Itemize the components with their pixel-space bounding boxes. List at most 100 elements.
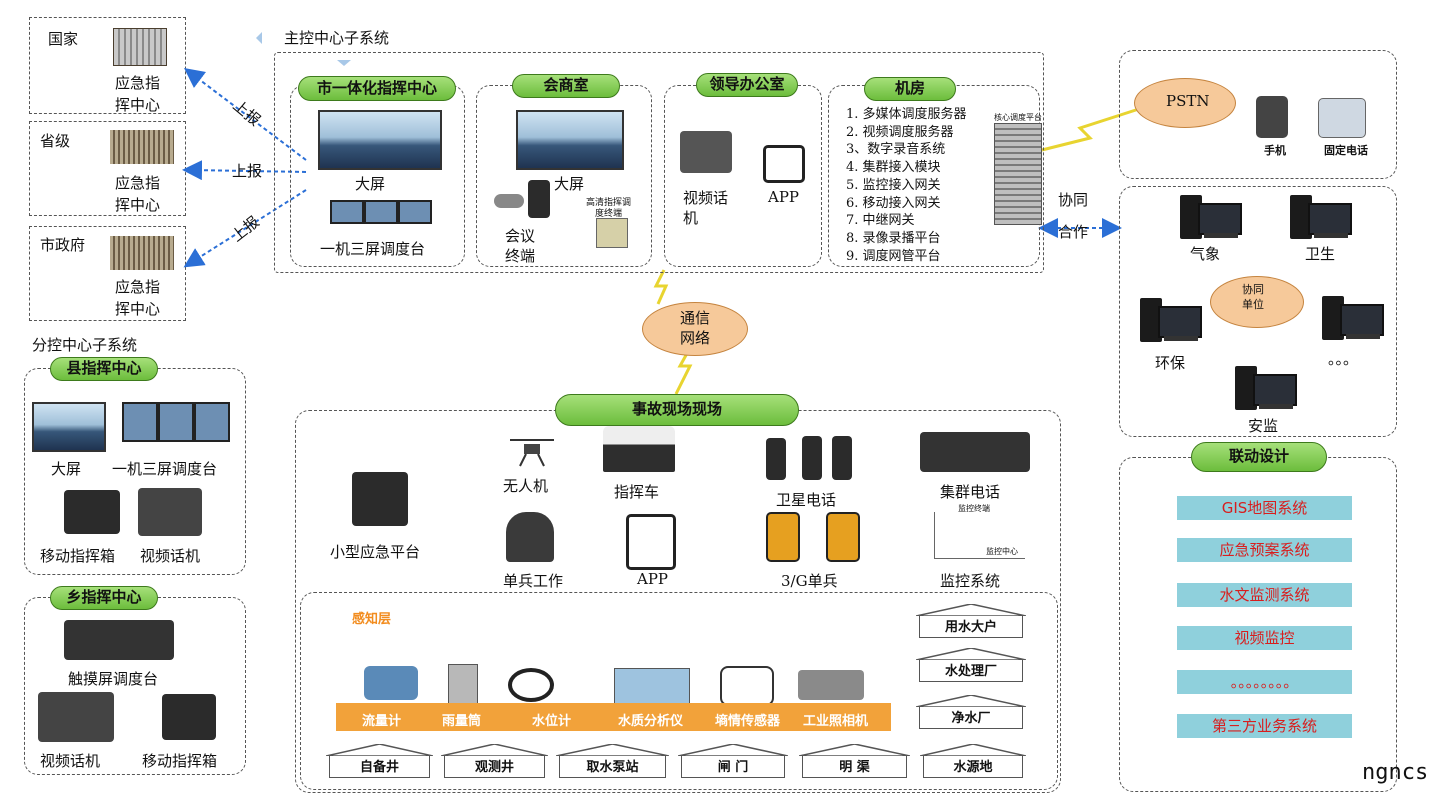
well-label: 自备井 bbox=[329, 756, 430, 778]
soldier-label: 单兵工作 bbox=[503, 572, 564, 590]
city-hub-monitor-3 bbox=[398, 200, 432, 224]
well-house: 水源地 bbox=[920, 744, 1026, 778]
mobile-label: 手机 bbox=[1264, 144, 1286, 157]
machine-room-list: 1. 多媒体调度服务器 2. 视频调度服务器 3、数字录音系统 4. 集群接入模… bbox=[846, 106, 967, 265]
county-title: 县指挥中心 bbox=[50, 357, 158, 381]
well-label: 水源地 bbox=[923, 756, 1023, 778]
well-house: 自备井 bbox=[326, 744, 433, 778]
county-monitor-2 bbox=[158, 402, 194, 442]
sensing-title: 感知层 bbox=[352, 612, 392, 627]
unit-label: 。。。 bbox=[1328, 350, 1359, 368]
machine-room-item: 3、数字录音系统 bbox=[846, 142, 946, 158]
city-hub-screen-label: 大屏 bbox=[355, 175, 386, 193]
linkage-item: 水文监测系统 bbox=[1177, 583, 1352, 607]
rack-label: 核心调度平台 bbox=[994, 113, 1042, 122]
coop-unit-label: 协同 单位 bbox=[1242, 283, 1264, 311]
city-label: 市政府 bbox=[40, 236, 86, 254]
county-video-phone-label: 视频话机 bbox=[140, 547, 201, 565]
well-label: 闸 门 bbox=[681, 756, 785, 778]
industrial-camera-icon bbox=[798, 670, 864, 700]
site-app-label: APP bbox=[637, 570, 669, 588]
city-hub-title: 市一体化指挥中心 bbox=[298, 76, 456, 101]
phone-box bbox=[1119, 50, 1397, 179]
unit-label: 安监 bbox=[1248, 417, 1279, 435]
landline-label: 固定电话 bbox=[1324, 144, 1368, 157]
server-rack-icon bbox=[994, 123, 1042, 225]
machine-room-item: 1. 多媒体调度服务器 bbox=[846, 107, 967, 122]
sensing-box bbox=[300, 592, 1058, 790]
monitor-system-diagram-icon bbox=[934, 512, 1025, 559]
well-label: 观测井 bbox=[444, 756, 545, 778]
town-touch-console-icon bbox=[64, 620, 174, 660]
town-video-phone-icon bbox=[38, 692, 114, 742]
g3-device-icon-2 bbox=[826, 512, 860, 562]
machine-room-item: 9. 调度网管平台 bbox=[846, 248, 941, 264]
main-center-title: 主控中心子系统 bbox=[284, 29, 390, 47]
linkage-item: GIS地图系统 bbox=[1177, 496, 1352, 520]
county-screen-label: 大屏 bbox=[51, 460, 82, 478]
meeting-screen-label: 大屏 bbox=[554, 175, 585, 193]
city-center: 应急指 挥中心 bbox=[115, 278, 161, 318]
pc-icon bbox=[1290, 195, 1352, 239]
sensor-label: 墒情传感器 bbox=[715, 714, 781, 729]
right-house-label: 用水大户 bbox=[919, 616, 1023, 638]
meeting-terminal-label: 会议 终端 bbox=[505, 227, 536, 265]
well-label: 取水泵站 bbox=[559, 756, 666, 778]
pc-icon bbox=[1322, 296, 1384, 340]
sensor-label: 流量计 bbox=[362, 714, 402, 729]
g3-soldier-label: 3/G单兵 bbox=[781, 572, 838, 590]
water-quality-icon bbox=[614, 668, 690, 706]
site-title: 事故现场现场 bbox=[555, 394, 799, 426]
county-platform-label: 一机三屏调度台 bbox=[112, 460, 218, 478]
unit-label: 气象 bbox=[1190, 245, 1221, 263]
well-house: 闸 门 bbox=[678, 744, 788, 778]
country-center: 应急指 挥中心 bbox=[115, 74, 161, 114]
well-house: 取水泵站 bbox=[556, 744, 669, 778]
city-hub-platform-label: 一机三屏调度台 bbox=[320, 240, 426, 258]
country-building-icon bbox=[113, 28, 167, 66]
sat-phone-icon-3 bbox=[832, 436, 852, 480]
command-car-icon bbox=[603, 426, 675, 472]
leader-title: 领导办公室 bbox=[696, 73, 798, 97]
town-title: 乡指挥中心 bbox=[50, 586, 158, 610]
trunk-phone-label: 集群电话 bbox=[940, 483, 1001, 501]
units-box bbox=[1119, 186, 1397, 437]
sub-center-title: 分控中心子系统 bbox=[32, 336, 138, 354]
machine-room-item: 7. 中继网关 bbox=[846, 213, 915, 229]
town-video-phone-label: 视频话机 bbox=[40, 752, 101, 770]
hd-terminal-icon bbox=[596, 218, 628, 248]
town-mobile-box-label: 移动指挥箱 bbox=[142, 752, 218, 770]
water-level-icon bbox=[508, 668, 554, 702]
mobile-phone-icon bbox=[1256, 96, 1288, 138]
pstn-label: PSTN bbox=[1166, 92, 1210, 110]
unit-label: 环保 bbox=[1155, 354, 1186, 372]
landline-phone-icon bbox=[1318, 98, 1366, 138]
pc-icon bbox=[1235, 366, 1297, 410]
city-box bbox=[29, 226, 186, 321]
machine-room-item: 8. 录像录播平台 bbox=[846, 230, 941, 246]
county-mobile-box-label: 移动指挥箱 bbox=[40, 547, 116, 565]
leader-app-icon bbox=[763, 145, 805, 183]
country-box bbox=[29, 17, 186, 114]
province-label: 省级 bbox=[40, 132, 71, 150]
network-cloud bbox=[642, 302, 748, 356]
coop-unit-cloud bbox=[1210, 276, 1304, 328]
drone-icon bbox=[510, 439, 554, 467]
machine-room-item: 2. 视频调度服务器 bbox=[846, 124, 954, 140]
sensor-label: 雨量筒 bbox=[442, 714, 482, 729]
meeting-title: 会商室 bbox=[512, 74, 620, 98]
linkage-item: 视频监控 bbox=[1177, 626, 1352, 650]
meeting-hd-terminal-label: 高清指挥调 度终端 bbox=[586, 198, 632, 219]
country-label: 国家 bbox=[48, 30, 79, 48]
main-center-box bbox=[274, 52, 1044, 273]
linkage-item: 应急预案系统 bbox=[1177, 538, 1352, 562]
county-monitor-1 bbox=[122, 402, 158, 442]
town-touch-label: 触摸屏调度台 bbox=[68, 670, 159, 688]
linkage-title: 联动设计 bbox=[1191, 442, 1327, 472]
leader-video-phone-label: 视频话 机 bbox=[683, 189, 729, 227]
right-house-label: 净水厂 bbox=[919, 707, 1023, 729]
cooperate-label: 协同 合作 bbox=[1058, 191, 1089, 241]
pc-icon bbox=[1180, 195, 1242, 239]
pc-icon bbox=[1140, 298, 1202, 342]
